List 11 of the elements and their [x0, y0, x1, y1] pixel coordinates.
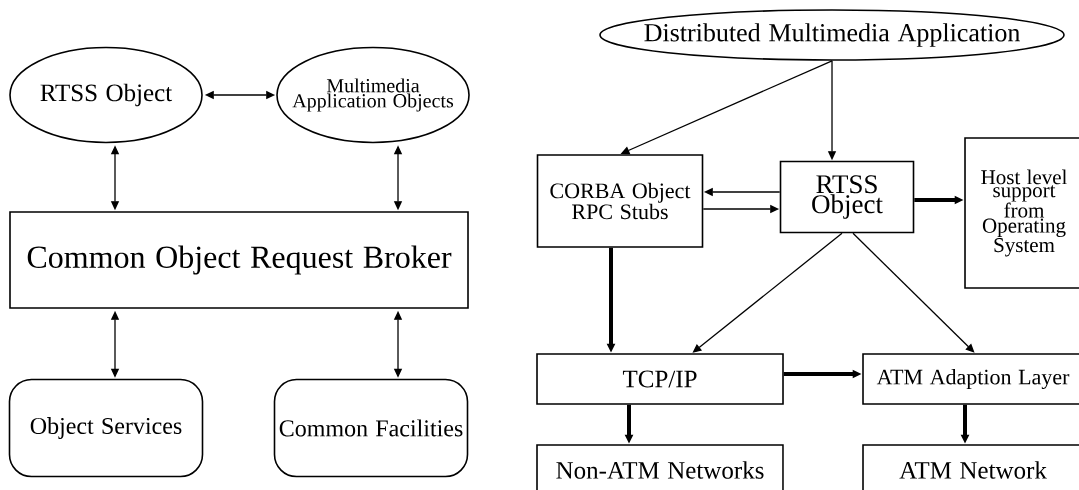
service-box: Object Services — [8, 378, 204, 478]
component-box: Host level support from Operating System — [964, 137, 1079, 289]
component-box: CORBA Object RPC Stubs — [536, 154, 704, 248]
network-box: Non-ATM Networks — [536, 444, 784, 490]
arrow — [852, 232, 975, 353]
layer-box: ATM Adaption Layer — [862, 353, 1079, 405]
service-box: Common Facilities — [273, 378, 469, 478]
broker-box: Common Object Request Broker — [9, 211, 469, 309]
component-box: RTSS Object — [779, 160, 915, 234]
network-box: ATM Network — [862, 444, 1079, 490]
layer-box: TCP/IP — [536, 353, 784, 405]
